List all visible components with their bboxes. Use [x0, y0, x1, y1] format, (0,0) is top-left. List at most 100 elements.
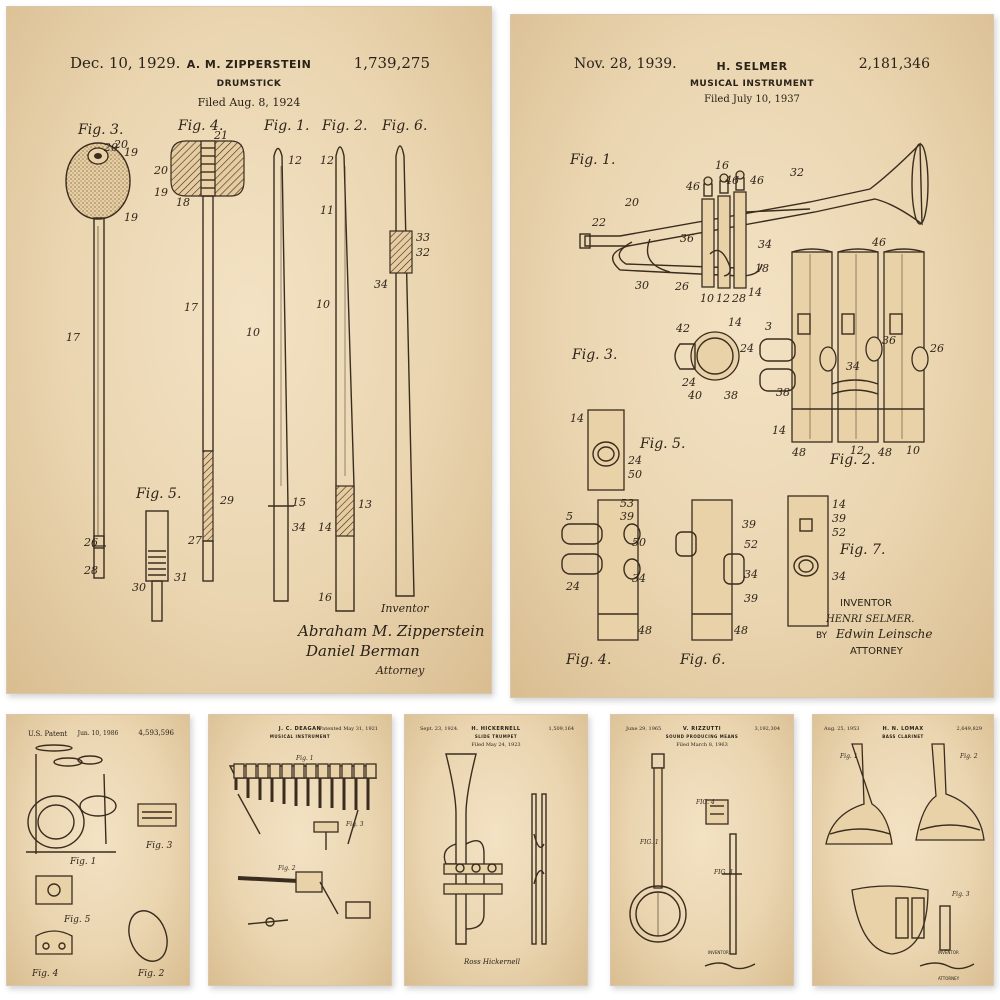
ref-number: 14 [748, 286, 762, 299]
ref-number: 14 [832, 498, 846, 511]
fig-3-detail [313, 821, 339, 850]
ref-number: 36 [680, 232, 694, 245]
patent-date: Patented May 31, 1921 [319, 726, 378, 732]
attorney-signature: Daniel Berman [305, 642, 420, 660]
patent-title: MUSICAL INSTRUMENT [269, 734, 331, 739]
ref-number: 17 [66, 331, 80, 344]
patent-number: 1,739,275 [353, 54, 430, 72]
fig-label: Fig. 5 [63, 915, 91, 925]
fig-label: Fig. 3 [345, 821, 364, 828]
fig-label: Fig. 5. [639, 436, 685, 452]
patent-filed: Filed March 8, 1963 [676, 742, 728, 748]
drumstick-drawing: Fig. 3. Fig. 4. Fig. 1. Fig. 2. Fig. 6. … [65, 118, 485, 677]
ref-number: 24 [681, 376, 696, 389]
patent-left: U.S. Patent [28, 730, 68, 738]
patent-inventor: H. HICKERNELL [471, 726, 521, 732]
poster-drumstick: Dec. 10, 1929. A. M. ZIPPERSTEIN 1,739,2… [6, 6, 492, 694]
ref-number: 50 [628, 468, 642, 481]
ref-number: 48 [733, 624, 748, 637]
ref-number: 14 [318, 521, 332, 534]
patent-title: MUSICAL INSTRUMENT [689, 79, 815, 89]
ref-number: 33 [416, 231, 430, 244]
fig-label: Fig. 4. [565, 652, 611, 668]
ref-number: 19 [154, 186, 168, 199]
ref-number: 50 [632, 536, 646, 549]
xylophone-drawing: Fig. 1 Fig. 3 Fig. 2 [228, 755, 378, 927]
ref-number: 14 [772, 424, 786, 437]
patent-date: Sept. 23, 1924. [420, 726, 459, 732]
bass-clarinet-drawing: Fig. 1 Fig. 2 Fig. 3 INVENTOR ATTORNEY [825, 743, 985, 981]
xylophone-bar [245, 763, 257, 779]
ref-number: 18 [176, 196, 190, 209]
poster-drum-kit: U.S. Patent Jun. 10, 1986 4,593,596 Fig.… [6, 714, 190, 986]
patent-title: SLIDE TRUMPET [474, 734, 518, 739]
ref-number: 20 [624, 196, 639, 209]
ref-number: 15 [292, 496, 306, 509]
fig-5-valve-body [587, 409, 625, 491]
fig-label: Fig. 3. [77, 122, 123, 138]
fig-5-tip [145, 510, 169, 622]
ref-number: 27 [187, 534, 202, 547]
attorney-label: ATTORNEY [850, 646, 904, 657]
slide-detail [531, 793, 547, 945]
ref-number: 40 [687, 389, 702, 402]
ref-number: 46 [871, 236, 886, 249]
patent-inventor: H. SELMER [716, 60, 788, 73]
fig-1-bell [825, 743, 893, 845]
banjo-drawing: FIG. 1 FIG. 4 FIG. 3 INVENTOR [629, 753, 756, 970]
ref-number: 24 [739, 342, 754, 355]
patent-filed: Filed July 10, 1937 [704, 94, 800, 105]
fig-label: Fig. 2 [959, 753, 978, 760]
inventor-name: HENRI SELMER. [825, 614, 914, 625]
fig-label: Fig. 2 [277, 865, 296, 872]
fig-label: Fig. 3 [145, 841, 173, 851]
fig-label: Fig. 2. [829, 452, 875, 468]
ref-number: 12 [850, 444, 864, 457]
fig-5-bracket [35, 875, 73, 905]
xylophone-bar [329, 763, 341, 779]
fig-label: Fig. 6. [381, 118, 427, 134]
patent-number: 3,192,304 [754, 726, 780, 732]
fig-2-drumstick [335, 146, 355, 612]
fig-label: FIG. 3 [713, 869, 733, 876]
attorney-signature: Edwin Leinsche [835, 627, 932, 641]
fig-label: Fig. 5. [135, 486, 181, 502]
fig-1-xylophone [228, 763, 378, 845]
inventor-label: INVENTOR [938, 950, 959, 955]
ref-number: 46 [724, 174, 739, 187]
xylophone-bar [365, 763, 377, 779]
ref-number: 20 [153, 164, 168, 177]
patent-inventor: H. N. LOMAX [882, 726, 924, 732]
xylophone-bar [293, 763, 305, 779]
inventor-signature [704, 962, 756, 970]
ref-number: 12 [320, 154, 334, 167]
patent-inventor: V. RIZZUTTI [682, 726, 722, 732]
ref-number: 10 [316, 298, 330, 311]
ref-number: 28 [83, 564, 98, 577]
fig-label: Fig. 1 [69, 857, 96, 867]
xylophone-bar [341, 763, 353, 779]
fig-3-bell [851, 885, 951, 955]
drum-kit-drawing: Fig. 1 Fig. 3 Fig. 5 Fig. 4 Fig. 2 [26, 744, 177, 979]
fig-1-drum-kit [26, 744, 117, 854]
ref-number: 39 [744, 592, 758, 605]
ref-number: 34 [632, 572, 646, 585]
patent-inventor: J. C. DEAGAN [278, 726, 322, 732]
ref-number: 16 [715, 159, 729, 172]
ref-number: 19 [124, 146, 138, 159]
ref-number: 11 [320, 204, 334, 217]
inventor-signature: Ross Hickernell [463, 958, 520, 966]
ref-number: 3 [765, 320, 772, 333]
patent-title: DRUMSTICK [216, 79, 282, 89]
patent-inventor: A. M. ZIPPERSTEIN [186, 58, 312, 71]
ref-number: 12 [288, 154, 302, 167]
xylophone-bar [233, 763, 245, 779]
ref-number: 39 [620, 510, 634, 523]
patent-date: Aug. 25, 1953 [824, 726, 860, 732]
inventor-label: INVENTOR [840, 598, 892, 609]
fig-label: Fig. 1. [569, 152, 615, 168]
xylophone-bar [317, 763, 329, 779]
fig-4-detail [705, 799, 729, 825]
patent-date: June 29, 1965 [626, 726, 662, 732]
fig-4-mallet-section [170, 140, 245, 582]
